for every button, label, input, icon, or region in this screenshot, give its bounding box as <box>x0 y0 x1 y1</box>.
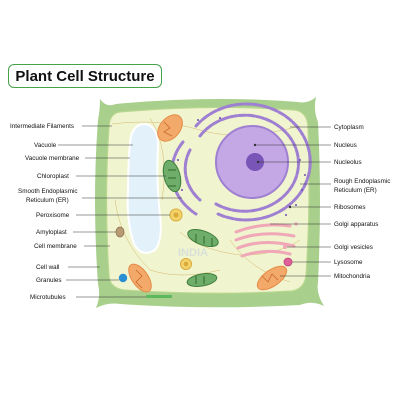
mitochondrion <box>128 263 152 293</box>
nucleolus <box>246 153 264 171</box>
label-microtubules: Microtubules <box>30 294 66 301</box>
right-labels: Cytoplasm Nucleus Nucleolus Rough Endopl… <box>253 124 390 280</box>
label-vacuole-membrane: Vacuole membrane <box>25 155 80 162</box>
label-nucleus: Nucleus <box>334 142 357 149</box>
label-amyloplast: Amyloplast <box>36 229 67 236</box>
label-rough-er-1: Rough Endoplasmic <box>334 178 390 185</box>
chloroplast <box>187 228 219 248</box>
watermark: INDIA <box>178 247 208 259</box>
label-smooth-er-2: Reticulum (ER) <box>26 197 69 204</box>
microtubule <box>146 295 172 298</box>
label-ribosomes: Ribosomes <box>334 204 366 211</box>
label-golgi-vesicles: Golgi vesicles <box>334 244 373 251</box>
label-lysosome: Lysosome <box>334 259 363 266</box>
granule <box>118 273 128 283</box>
peroxisome-core <box>173 212 179 218</box>
label-mitochondria: Mitochondria <box>334 273 371 280</box>
label-nucleolus: Nucleolus <box>334 159 362 166</box>
label-cell-membrane: Cell membrane <box>34 243 77 250</box>
golgi-apparatus <box>234 223 296 258</box>
label-vacuole: Vacuole <box>34 142 57 149</box>
peroxisome-core <box>183 261 189 267</box>
amyloplast <box>115 226 125 238</box>
label-rough-er-2: Reticulum (ER) <box>334 187 377 194</box>
left-labels: Intermediate Filaments Vacuole Vacuole m… <box>10 123 182 301</box>
label-chloroplast: Chloroplast <box>37 173 69 180</box>
chloroplast <box>162 159 182 193</box>
label-cell-wall: Cell wall <box>36 264 59 271</box>
label-intermediate-filaments: Intermediate Filaments <box>10 123 74 130</box>
label-cytoplasm: Cytoplasm <box>334 124 364 131</box>
mitochondrion <box>157 114 183 142</box>
chloroplast <box>186 273 218 287</box>
label-smooth-er-1: Smooth Endoplasmic <box>18 188 78 195</box>
label-granules: Granules <box>36 277 62 284</box>
ribosomes <box>177 117 306 216</box>
title-box: Plant Cell Structure <box>8 64 162 88</box>
diagram-title: Plant Cell Structure <box>15 67 155 85</box>
vacuole <box>126 122 162 254</box>
label-peroxisome: Peroxisome <box>36 212 70 219</box>
label-golgi-apparatus: Golgi apparatus <box>334 221 378 228</box>
mitochondrion <box>256 265 288 291</box>
golgi-vesicle <box>283 245 287 249</box>
lysosome <box>283 257 293 267</box>
